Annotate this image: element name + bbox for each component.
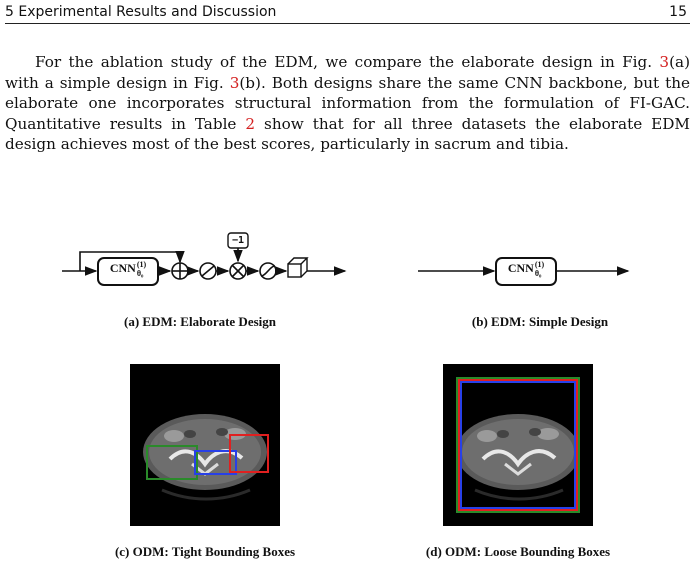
ct-scan-loose [443,364,593,526]
caption-c: (c) ODM: Tight Bounding Boxes [114,544,296,559]
caption-d: (d) ODM: Loose Bounding Boxes [425,544,611,559]
minus-one-label: −1 [231,235,245,246]
ct-scan-drawing [143,414,269,501]
section-title: 5 Experimental Results and Discussion [5,4,277,20]
bounding-box-green [456,377,580,513]
ct-scan-tight [130,364,280,526]
bounding-box-red [229,434,269,473]
caption-a: (a) EDM: Elaborate Design [123,314,276,329]
skip-connection [79,250,185,271]
bounding-box-red [458,379,578,511]
edm-simple-diagram [418,257,630,286]
cnn-label: CNN(1)θ₀ [507,260,545,278]
running-header: 5 Experimental Results and Discussion 15 [5,2,690,24]
para-text-4: show that for all three datasets the ela… [5,114,690,154]
para-text-2: (a) with a simple design in Fig. [5,53,690,92]
bounding-box-green [146,445,198,480]
table-ref-link[interactable]: 2 [245,114,256,133]
figure-ref-link[interactable]: 3 [229,73,240,92]
cnn-label: CNN(1)θ₀ [109,260,147,278]
bounding-box-blue [194,450,237,475]
volume-cube-icon [287,257,309,278]
para-text-1: For the ablation study of the EDM, we co… [35,53,660,71]
page-number: 15 [669,4,687,20]
body-paragraph: For the ablation study of the EDM, we co… [5,52,690,155]
ct-scan-drawing [456,377,580,513]
bounding-box-blue [460,381,576,509]
figure-ref-link[interactable]: 3 [659,53,670,71]
para-text-3: (b). Both designs share the same CNN bac… [5,73,690,133]
caption-b: (b) EDM: Simple Design [471,314,609,329]
